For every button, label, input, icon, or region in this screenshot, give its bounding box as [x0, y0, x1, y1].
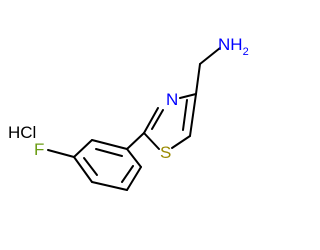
- bond-ph-6: [126, 148, 142, 168]
- bond-ph-3: [73, 156, 93, 183]
- bond-c2-n: [143, 107, 159, 134]
- thiazole-s-label: S: [160, 143, 171, 162]
- amine-subscript: 2: [243, 46, 249, 58]
- bond-ph-5-inner: [121, 165, 134, 183]
- bond-ph-5: [126, 166, 142, 191]
- fluorine-label: F: [34, 140, 44, 159]
- bond-c4-c5-inner: [182, 99, 188, 131]
- bond-ph-2: [73, 139, 93, 158]
- bond-c5-s: [171, 135, 191, 149]
- bond-n-c4: [179, 93, 197, 99]
- bond-ph-1: [91, 139, 128, 150]
- bond-ph-3-inner: [83, 157, 98, 176]
- bond-c2-phenyl: [126, 132, 145, 150]
- amine-label: NH2: [218, 35, 249, 58]
- bond-ch2-c4: [195, 63, 201, 95]
- bond-ph-1-inner: [95, 148, 123, 157]
- amine-text: NH: [218, 35, 243, 54]
- bond-c2-n-inner: [151, 109, 164, 130]
- bond-ph-4: [91, 181, 128, 191]
- bond-c-f: [47, 149, 75, 158]
- structure-diagram: NH2 N S F HCl: [8, 35, 249, 191]
- bond-s-c2: [143, 132, 160, 150]
- thiazole-n-label: N: [166, 90, 178, 109]
- bond-n-ch2: [199, 47, 221, 65]
- hcl-label: HCl: [8, 123, 36, 142]
- bond-c4-c5: [189, 93, 197, 137]
